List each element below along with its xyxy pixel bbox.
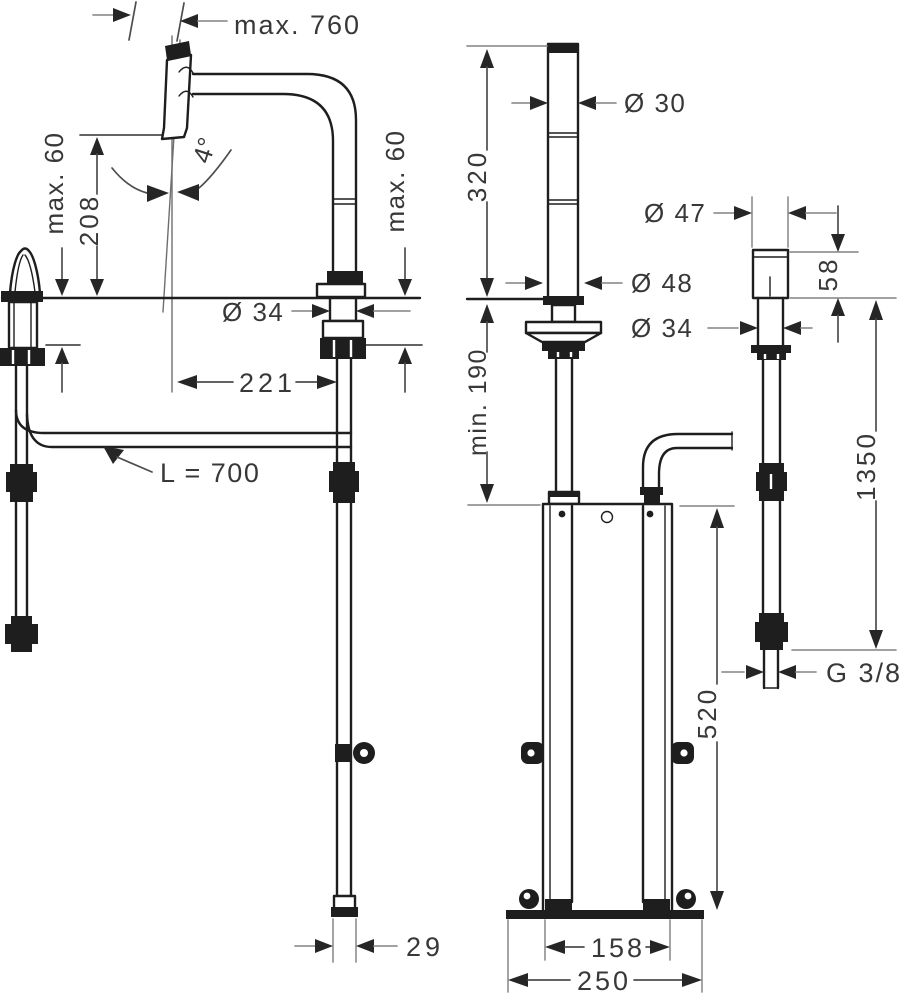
- connection-hose-bottom: [25, 412, 353, 449]
- handle-supply-fitting-lower: [755, 613, 788, 650]
- pullout-tick-1: [128, 1, 137, 41]
- angle-arc-left: [111, 167, 148, 194]
- dim-label-250: 250: [577, 966, 631, 996]
- dim-label-221: 221: [239, 368, 296, 398]
- dim-label-dia47: Ø 47: [644, 198, 706, 228]
- pipe-fitting-upper: [329, 462, 359, 503]
- sbox-hose-fitting: [640, 487, 663, 495]
- escutcheon-cone: [524, 331, 603, 344]
- dim-label-158: 158: [591, 933, 645, 963]
- handle-base-ring: [1, 291, 43, 302]
- sbox-screw-left: [558, 510, 566, 518]
- dim-label-dia34-handle: Ø 34: [631, 313, 693, 343]
- dim-label-L700: L = 700: [160, 458, 260, 488]
- side-handle: [0, 247, 45, 652]
- base-flange: [315, 282, 367, 299]
- spout-column: [546, 42, 580, 300]
- connection-hose-top: [14, 408, 353, 435]
- sbox-foot-left: [545, 899, 572, 912]
- escutcheon-plate: [524, 320, 603, 335]
- dim-label-520: 520: [692, 687, 722, 739]
- pullout-spray-head: [160, 41, 194, 141]
- spray-head-body: [160, 53, 193, 141]
- sbox-hose-inner: [657, 446, 734, 489]
- handle-mounting-nut: [0, 348, 45, 366]
- dim-label-208: 208: [74, 194, 104, 246]
- spout-arm-outer: [191, 72, 358, 298]
- handle-lever-cone: [8, 247, 42, 295]
- dim-label-4deg: 4°: [186, 134, 222, 167]
- dim-label-dia48: Ø 48: [631, 268, 693, 298]
- spout-column-cap: [548, 44, 578, 53]
- front-view: 320 min. 190 Ø 30 Ø 48 520: [462, 42, 735, 996]
- dim-label-max-60-left: max. 60: [39, 132, 69, 235]
- dim-label-29: 29: [406, 932, 444, 962]
- sbox-hole: [600, 510, 614, 524]
- sbox-base-unit: [506, 487, 704, 919]
- angle-arc-right: [198, 149, 232, 189]
- dim-label-max-60-right: max. 60: [380, 130, 410, 233]
- dim-label-dia30: Ø 30: [624, 88, 686, 118]
- dim-label-min-190: min. 190: [464, 348, 492, 456]
- head-seam-lower: [178, 90, 194, 98]
- hose-clip: [335, 742, 375, 764]
- sbox-clip-left: [519, 889, 539, 909]
- mounting-collar: [321, 319, 365, 340]
- spout-arm-inner: [191, 92, 335, 298]
- sbox-base-plate: [506, 910, 704, 919]
- handle-unit-view: Ø 47 58 Ø 34 1350 G 3/8: [631, 196, 902, 690]
- sbox-clip-right: [676, 889, 696, 909]
- sbox-hose-outer: [641, 432, 734, 489]
- escutcheon-nut-lower: [548, 351, 579, 359]
- handle-pipe-fitting-upper: [6, 464, 37, 502]
- counter-ring: [543, 296, 584, 305]
- sbox-frame: [541, 502, 674, 916]
- dim-label-58: 58: [813, 257, 843, 292]
- dim-label-320: 320: [462, 150, 492, 202]
- side-view: max. 760: [0, 1, 444, 963]
- dim-label-1350: 1350: [851, 431, 881, 501]
- shank: [328, 296, 358, 323]
- sbox-screw-right: [646, 510, 654, 518]
- mounting-nut: [320, 338, 366, 359]
- upper-shank: [550, 303, 577, 324]
- escutcheon-nut-upper: [542, 342, 585, 351]
- sbox-foot-right: [643, 899, 670, 912]
- handle-supply-fitting-upper: [756, 463, 787, 501]
- handle-pipe-fitting-lower: [5, 616, 38, 652]
- handle-shank: [7, 300, 39, 350]
- dim-label-dia34-side: Ø 34: [222, 297, 284, 327]
- dim-label-g38: G 3/8: [826, 658, 902, 688]
- handle-flange: [751, 345, 791, 353]
- dim-label-max-760: max. 760: [234, 10, 361, 40]
- body-base-ring: [327, 271, 363, 284]
- pipe-end-cap: [331, 907, 358, 917]
- head-seam-upper: [178, 66, 194, 74]
- pullout-tick-2: [176, 2, 185, 42]
